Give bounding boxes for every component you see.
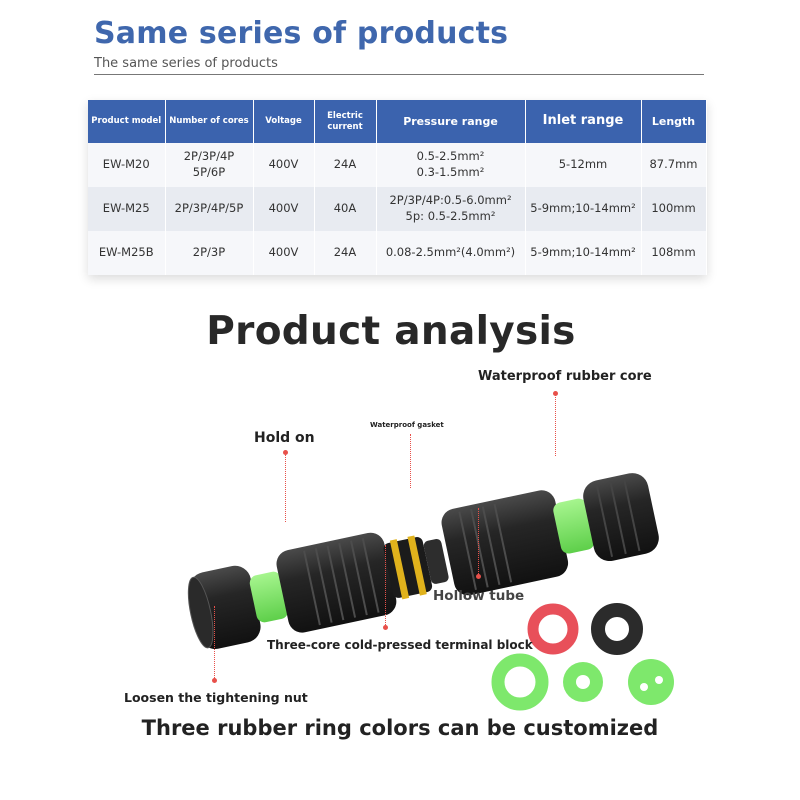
col-header-current: Electric current (314, 100, 377, 143)
label-hold-on: Hold on (254, 430, 315, 446)
col-header-cores: Number of cores (165, 100, 254, 143)
label-terminal-block: Three-core cold-pressed terminal block (267, 638, 533, 652)
leader-line (410, 434, 411, 488)
leader-line (285, 452, 286, 522)
leader-line (555, 394, 556, 456)
cell-pressure: 0.08-2.5mm²(4.0mm²) (376, 231, 526, 275)
right-rubber-core (553, 498, 595, 554)
cell-inlet: 5-12mm (525, 143, 642, 187)
table-header-row: Product model Number of cores Voltage El… (88, 100, 707, 143)
cell-line: 0.3-1.5mm² (416, 165, 485, 179)
label-waterproof-core: Waterproof rubber core (478, 369, 652, 384)
cell-voltage: 400V (253, 231, 315, 275)
spec-table: Product model Number of cores Voltage El… (88, 100, 707, 275)
cell-cores: 2P/3P (165, 231, 254, 275)
cell-voltage: 400V (253, 187, 315, 231)
connector-body (187, 473, 659, 649)
cell-line: 2P/3P/4P/5P (174, 201, 244, 216)
title-divider (94, 74, 704, 75)
leader-line (385, 545, 386, 627)
cell-current: 24A (314, 143, 377, 187)
cell-line: 2P/3P/4P (183, 149, 235, 164)
cell-line: 2P/3P/4P:0.5-6.0mm² (389, 193, 512, 208)
cell-length: 100mm (641, 187, 707, 231)
leader-line (478, 508, 479, 576)
leader-dot (212, 678, 217, 683)
rubber-rings (491, 603, 674, 711)
cell-current: 24A (314, 231, 377, 275)
cell-line: 5p: 0.5-2.5mm² (405, 209, 496, 223)
col-header-model: Product model (88, 100, 166, 143)
label-loosen-nut: Loosen the tightening nut (124, 690, 308, 705)
cell-cores: 2P/3P/4P/5P (165, 187, 254, 231)
cell-line: 0.5-2.5mm² (416, 149, 485, 164)
section-title: Product analysis (206, 309, 576, 354)
cell-pressure: 2P/3P/4P:0.5-6.0mm² 5p: 0.5-2.5mm² (376, 187, 526, 231)
cell-line: 5P/6P (192, 165, 226, 179)
table-row: EW-M25 2P/3P/4P/5P 400V 40A 2P/3P/4P:0.5… (88, 187, 707, 231)
green-ring-large (491, 653, 549, 711)
leader-dot (476, 574, 481, 579)
col-header-length: Length (641, 100, 707, 143)
cell-length: 108mm (641, 231, 707, 275)
label-gasket: Waterproof gasket (370, 421, 444, 429)
cell-cores: 2P/3P/4P 5P/6P (165, 143, 254, 187)
cell-length: 87.7mm (641, 143, 707, 187)
left-rubber-core (249, 571, 289, 623)
leader-dot (283, 450, 288, 455)
caption: Three rubber ring colors can be customiz… (141, 716, 659, 740)
cell-pressure: 0.5-2.5mm² 0.3-1.5mm² (376, 143, 526, 187)
cell-current: 40A (314, 187, 377, 231)
cell-line: 0.08-2.5mm²(4.0mm²) (385, 245, 516, 260)
black-ring (591, 603, 643, 655)
green-ring-double-hole (628, 659, 674, 705)
col-header-voltage: Voltage (253, 100, 315, 143)
cell-model: EW-M25 (88, 187, 166, 231)
label-hollow-tube: Hollow tube (433, 588, 525, 604)
leader-dot (553, 391, 558, 396)
right-housing (441, 490, 569, 596)
leader-dot (383, 625, 388, 630)
col-header-inlet: Inlet range (525, 100, 642, 143)
page-title: Same series of products (94, 16, 509, 51)
red-ring (527, 603, 579, 655)
cell-model: EW-M25B (88, 231, 166, 275)
table-row: EW-M25B 2P/3P 400V 24A 0.08-2.5mm²(4.0mm… (88, 231, 707, 275)
table-row: EW-M20 2P/3P/4P 5P/6P 400V 24A 0.5-2.5mm… (88, 143, 707, 187)
cell-line: 2P/3P (192, 245, 226, 260)
cell-model: EW-M20 (88, 143, 166, 187)
cell-voltage: 400V (253, 143, 315, 187)
cell-inlet: 5-9mm;10-14mm² (525, 231, 642, 275)
leader-line (214, 606, 215, 680)
page-subtitle: The same series of products (94, 56, 278, 71)
cell-inlet: 5-9mm;10-14mm² (525, 187, 642, 231)
col-header-pressure: Pressure range (376, 100, 526, 143)
right-nut (583, 473, 659, 562)
